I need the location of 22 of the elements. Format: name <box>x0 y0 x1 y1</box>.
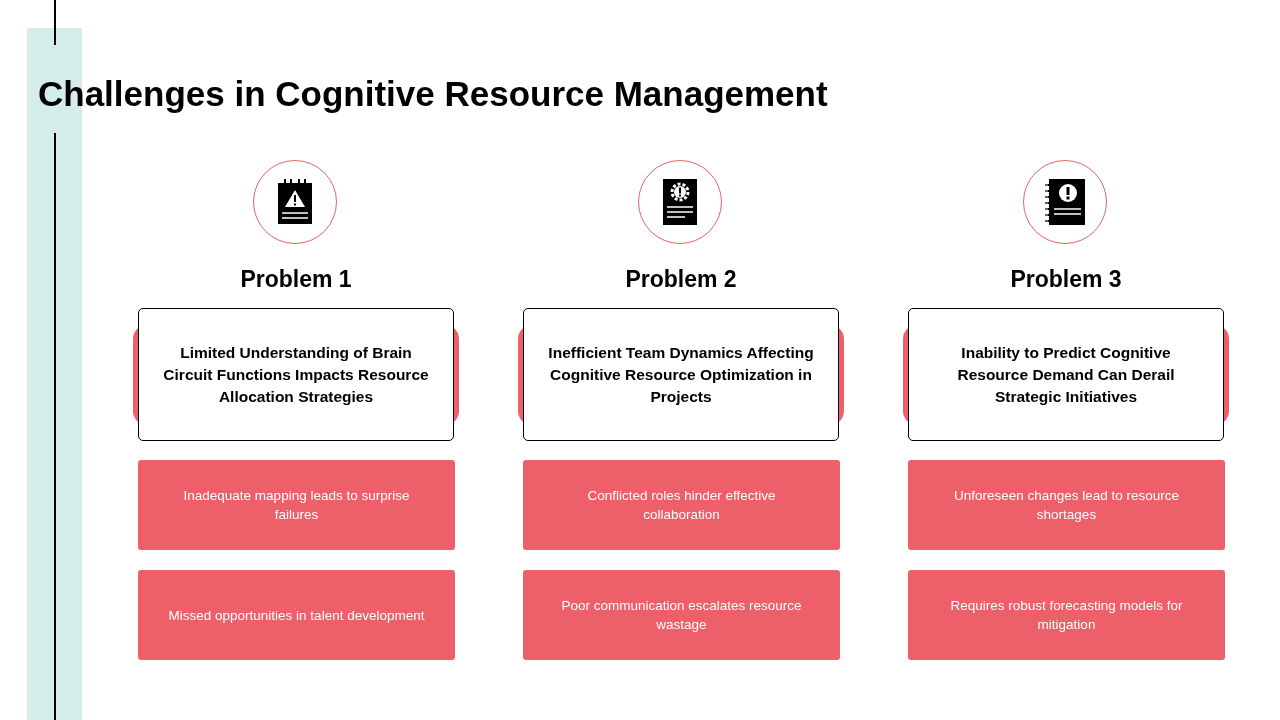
issue-card <box>523 460 840 550</box>
issue-text: Unforeseen changes lead to resource shortages <box>952 487 1181 524</box>
problem-statement: Limited Understanding of Brain Circuit Functions Impacts Resource Allocation Strategies <box>162 342 430 407</box>
issue-card <box>138 570 455 660</box>
issue-card <box>138 460 455 550</box>
problem-statement: Inability to Predict Cognitive Resource Demand Can Derail Strategic Initiatives <box>956 342 1176 407</box>
issue-text: Requires robust forecasting models for mitigation <box>949 597 1184 634</box>
slide-title: Challenges in Cognitive Resource Management <box>38 73 828 115</box>
problem-statement: Inefficient Team Dynamics Affecting Cognitive Resource Optimization in Projects <box>547 342 815 407</box>
issue-text: Conflicted roles hinder effective collaboration <box>586 487 777 524</box>
issue-text: Poor communication escalates resource wastage <box>560 597 803 634</box>
issue-text: Inadequate mapping leads to surprise failures <box>182 487 411 524</box>
issue-card <box>908 570 1225 660</box>
problem-heading: Problem 1 <box>239 265 353 294</box>
problem-card <box>523 308 839 441</box>
problem-heading: Problem 3 <box>1009 265 1123 294</box>
problem-card <box>908 308 1224 441</box>
problem-card <box>138 308 454 441</box>
issue-text: Missed opportunities in talent development <box>168 606 425 625</box>
issue-card <box>908 460 1225 550</box>
issue-card <box>523 570 840 660</box>
problem-heading: Problem 2 <box>624 265 738 294</box>
